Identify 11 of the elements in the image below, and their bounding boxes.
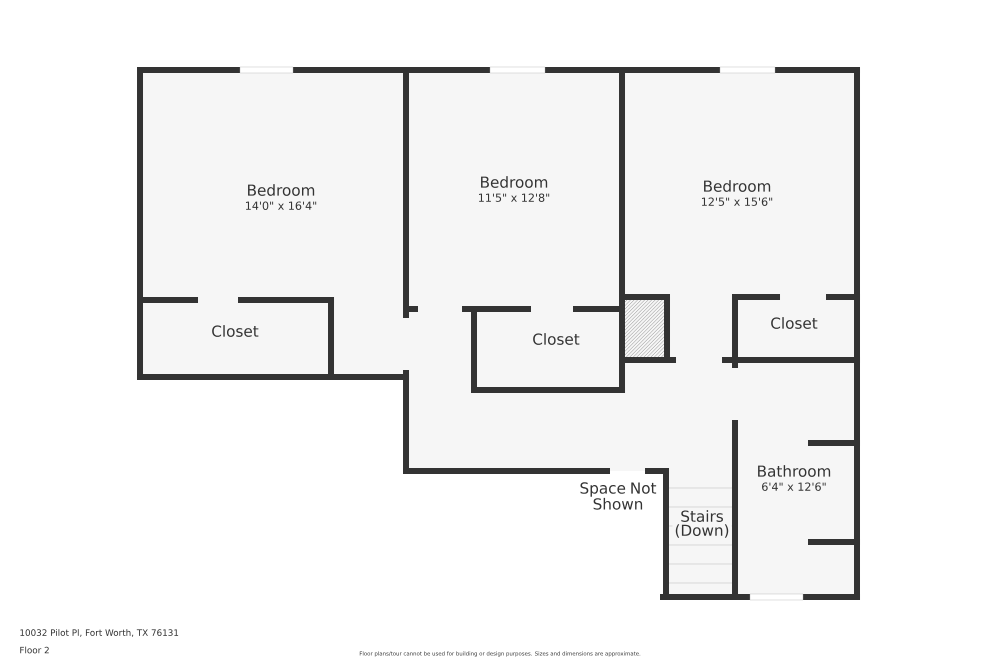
address-text: 10032 Pilot Pl, Fort Worth, TX 76131 <box>20 629 178 637</box>
room-label: Bedroom 11'5" x 12'8" <box>478 176 550 202</box>
room-label: Bathroom 6'4" x 12'6" <box>758 465 830 491</box>
room-label: Closet <box>533 333 580 345</box>
room-label: Bedroom 12'5" x 15'6" <box>702 180 772 206</box>
floor-label: Floor 2 <box>20 646 49 654</box>
room-label: Stairs (Down) <box>672 509 732 539</box>
room-label: Bedroom 14'0" x 16'4" <box>246 184 316 210</box>
room-label: Closet <box>212 325 258 337</box>
room-label: Closet <box>771 317 818 329</box>
area-note: Space Not Shown <box>580 482 656 510</box>
